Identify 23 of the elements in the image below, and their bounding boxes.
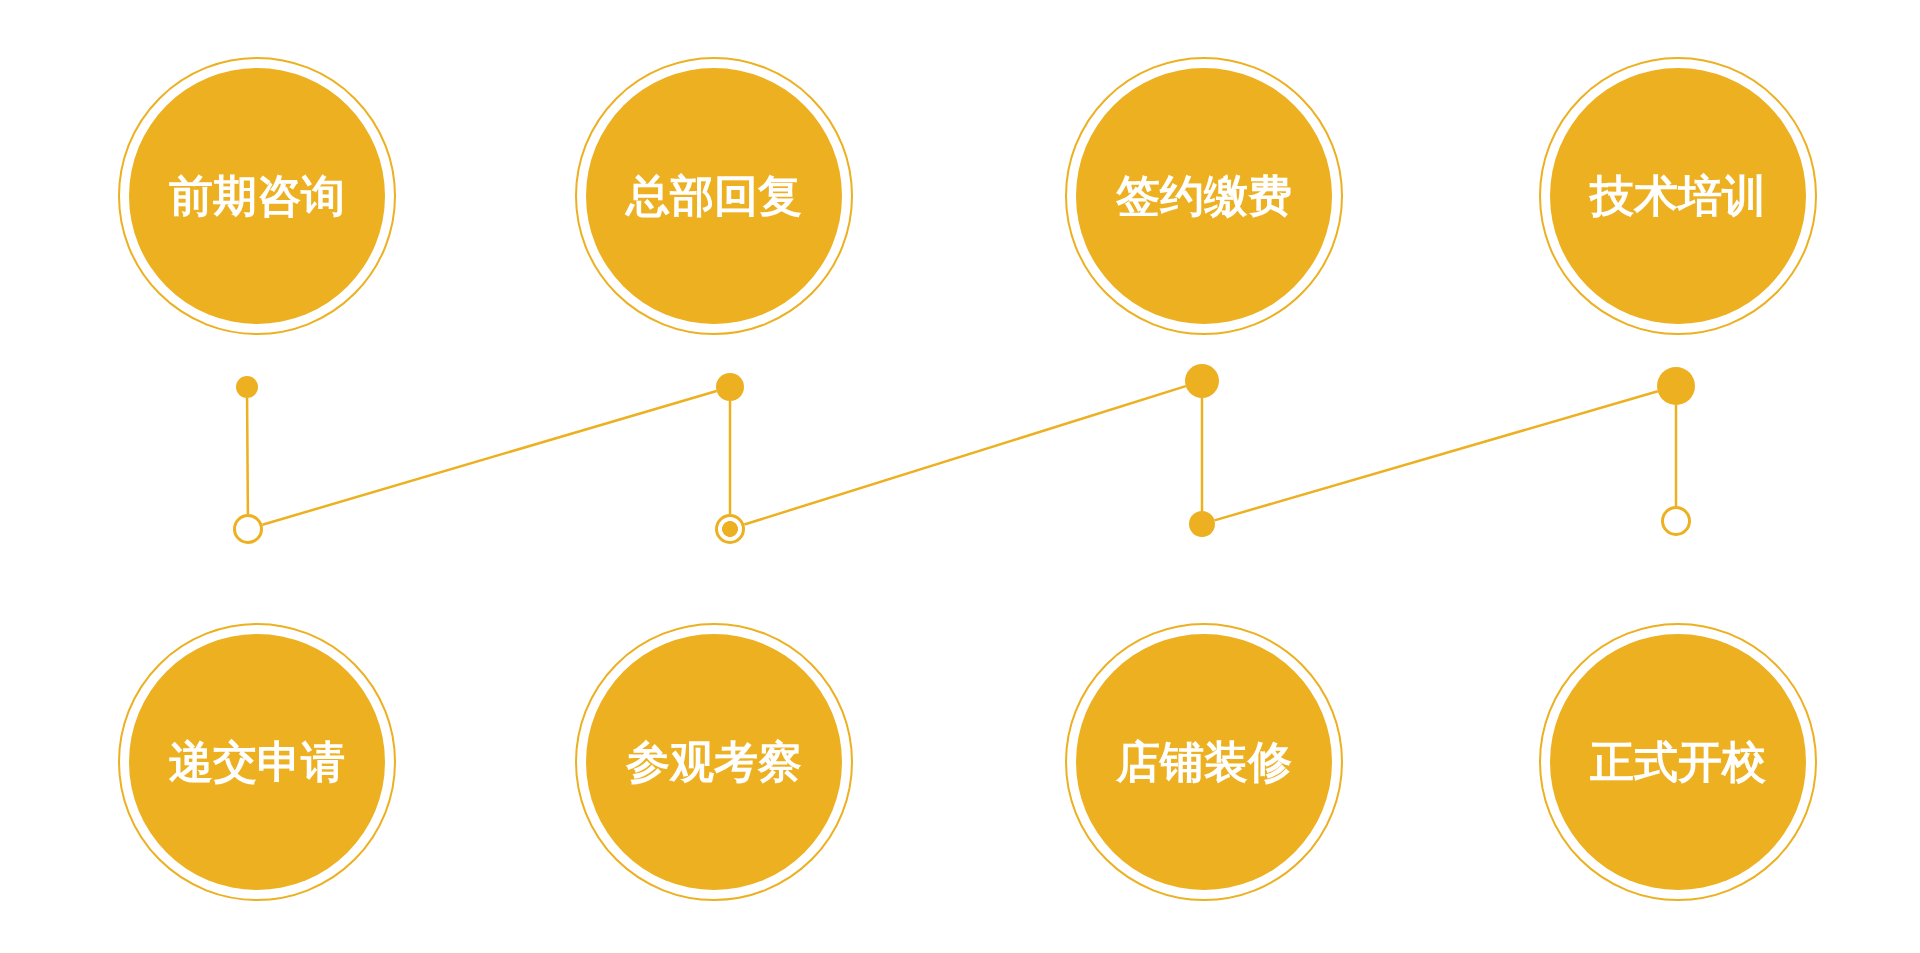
step-label: 参观考察 (626, 734, 802, 789)
connector-line (1214, 390, 1659, 522)
timeline-dot (716, 373, 744, 401)
connector-line (262, 389, 717, 526)
step-label: 前期咨询 (169, 168, 345, 223)
timeline-dot (1189, 511, 1215, 537)
step-label: 正式开校 (1590, 734, 1766, 789)
step-label: 递交申请 (169, 734, 345, 789)
step-label: 签约缴费 (1116, 168, 1292, 223)
step-label: 店铺装修 (1116, 734, 1292, 789)
timeline-dot (233, 514, 263, 544)
connector-line (1200, 398, 1204, 511)
timeline-dot (236, 376, 258, 398)
step-label: 总部回复 (626, 168, 802, 223)
timeline-dot (1661, 506, 1691, 536)
connector-line (743, 384, 1187, 526)
connector-line (1674, 405, 1678, 506)
timeline-dot (715, 514, 745, 544)
timeline-dot (1657, 367, 1695, 405)
timeline-dot (1185, 364, 1219, 398)
connector-line (728, 401, 732, 514)
connector-line (245, 398, 250, 514)
step-label: 技术培训 (1590, 168, 1766, 223)
